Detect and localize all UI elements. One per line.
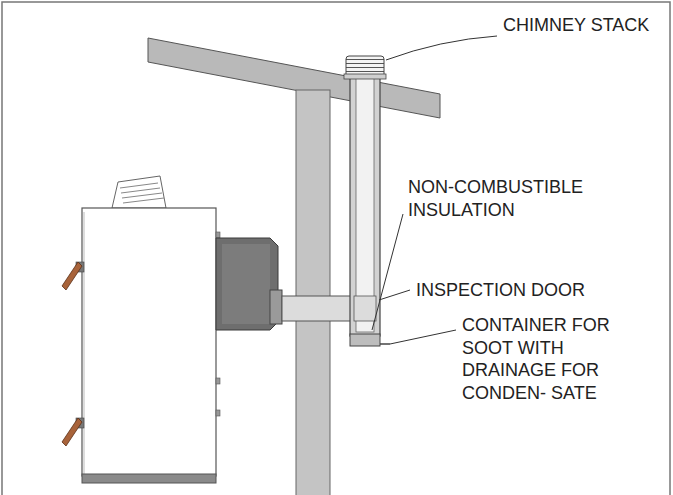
callout-label: NON-COMBUSTIBLE INSULATION [408, 176, 663, 221]
chimney-stack [350, 76, 380, 336]
leader-line [390, 330, 456, 344]
soot-container [350, 334, 380, 346]
wall [296, 90, 330, 495]
drain-pipe [380, 343, 390, 345]
door-handle [62, 418, 84, 446]
leader-line [372, 214, 403, 330]
burner [216, 238, 278, 330]
boiler-body [82, 208, 216, 476]
flue-pipe [282, 296, 354, 321]
boiler-base [82, 474, 216, 483]
callout-label: CONTAINER FOR SOOT WITH DRAINAGE FOR CON… [462, 314, 632, 404]
leader-line [379, 290, 410, 300]
boiler-top-panel [112, 176, 166, 208]
flue-collar [270, 290, 282, 324]
callout-label: INSPECTION DOOR [416, 279, 666, 302]
roof-beam [148, 38, 440, 118]
leader-line [386, 36, 497, 60]
callout-label: CHIMNEY STACK [503, 14, 653, 37]
insulation [356, 76, 374, 332]
door-handle [62, 262, 84, 290]
